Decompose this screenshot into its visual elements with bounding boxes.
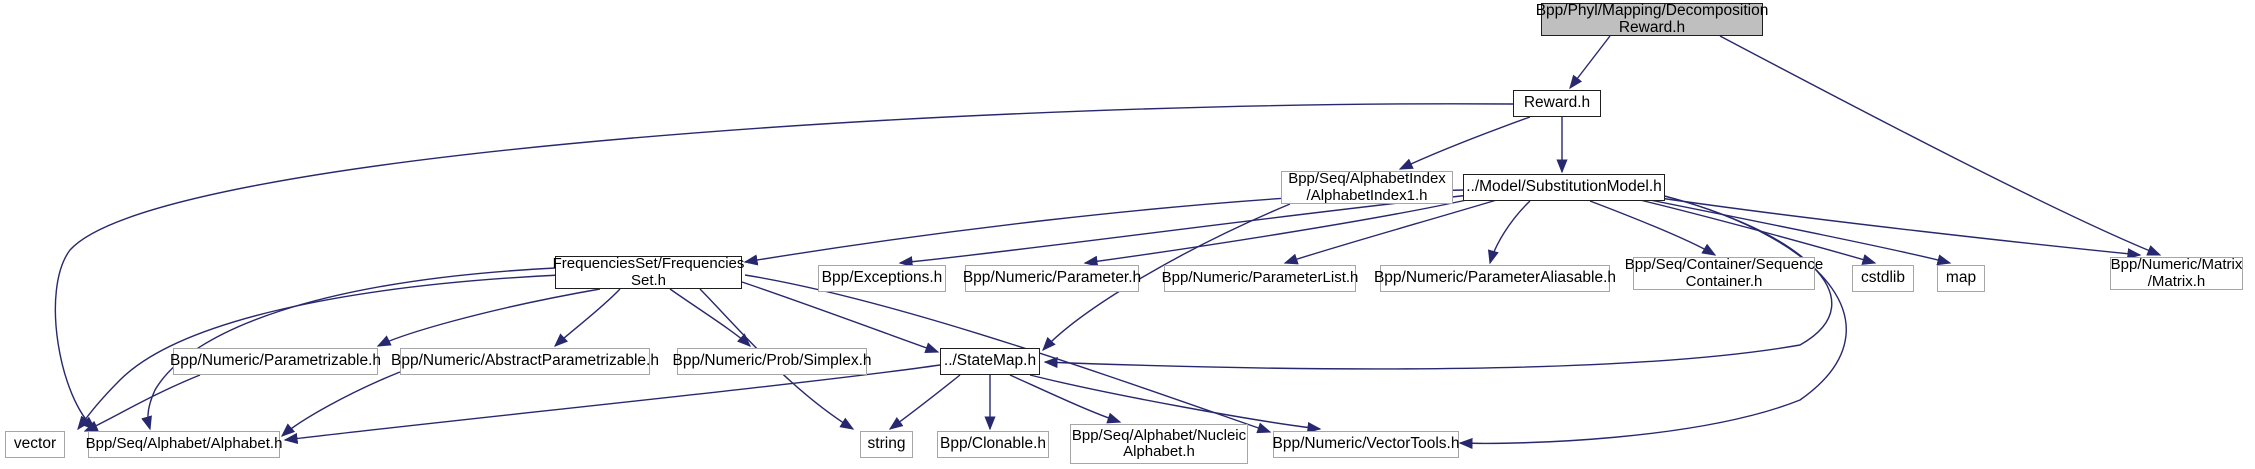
edge-absparametrizable-to-alphabet bbox=[280, 371, 401, 437]
graph-node-exceptions[interactable]: Bpp/Exceptions.h bbox=[818, 265, 946, 292]
edge-submodel-to-parameter bbox=[1083, 196, 1481, 267]
graph-node-paramlist[interactable]: Bpp/Numeric/ParameterList.h bbox=[1162, 265, 1358, 292]
graph-node-parametrizable[interactable]: Bpp/Numeric/Parametrizable.h bbox=[170, 348, 381, 375]
graph-node-submodel[interactable]: ../Model/SubstitutionModel.h bbox=[1463, 174, 1665, 201]
graph-node-freqset[interactable]: FrequenciesSet/Frequencies Set.h bbox=[552, 255, 745, 289]
graph-node-matrix[interactable]: Bpp/Numeric/Matrix /Matrix.h bbox=[2110, 256, 2243, 290]
edge-submodel-to-paramalias bbox=[1487, 200, 1531, 265]
edge-statemap-to-string bbox=[888, 374, 961, 430]
graph-node-root[interactable]: Bpp/Phyl/Mapping/Decomposition Reward.h bbox=[1535, 1, 1769, 36]
graph-node-seqcont[interactable]: Bpp/Seq/Container/Sequence Container.h bbox=[1624, 256, 1824, 290]
edge-submodel-to-seqcont bbox=[1589, 200, 1717, 256]
graph-node-alphabet[interactable]: Bpp/Seq/Alphabet/Alphabet.h bbox=[86, 431, 282, 458]
edge-parametrizable-to-vector bbox=[83, 374, 201, 432]
edge-submodel-to-matrix bbox=[1659, 197, 2142, 260]
edge-statemap-to-alphabet bbox=[283, 364, 941, 445]
graph-node-reward[interactable]: Reward.h bbox=[1513, 90, 1601, 117]
graph-node-paramalias[interactable]: Bpp/Numeric/ParameterAliasable.h bbox=[1374, 265, 1616, 292]
edge-freqset-to-absparametrizable bbox=[553, 288, 621, 347]
graph-node-cstdlib[interactable]: cstdlib bbox=[1852, 265, 1914, 292]
graph-node-simplex[interactable]: Bpp/Numeric/Prob/Simplex.h bbox=[673, 348, 872, 375]
edge-submodel-to-paramlist bbox=[1283, 198, 1501, 265]
edge-submodel-to-cstdlib bbox=[1639, 199, 1877, 265]
graph-node-vector[interactable]: vector bbox=[5, 431, 65, 458]
graph-node-vectortools[interactable]: Bpp/Numeric/VectorTools.h bbox=[1273, 431, 1459, 458]
graph-node-alphidx1[interactable]: Bpp/Seq/AlphabetIndex /AlphabetIndex1.h bbox=[1281, 171, 1453, 204]
graph-node-nucleicalph[interactable]: Bpp/Seq/Alphabet/Nucleic Alphabet.h bbox=[1070, 424, 1248, 464]
edge-reward-to-alphidx1 bbox=[1398, 116, 1531, 170]
graph-node-map[interactable]: map bbox=[1937, 265, 1985, 292]
graph-node-string[interactable]: string bbox=[860, 431, 913, 458]
edge-statemap-to-vectortools bbox=[1029, 374, 1322, 434]
edge-submodel-to-vectortools bbox=[1458, 195, 1847, 450]
graph-node-clonable[interactable]: Bpp/Clonable.h bbox=[937, 431, 1049, 458]
edge-statemap-to-nucleicalph bbox=[1009, 374, 1122, 424]
graph-node-statemap[interactable]: ../StateMap.h bbox=[940, 348, 1040, 375]
edge-root-to-matrix bbox=[1719, 35, 2162, 256]
edge-freqset-to-simplex bbox=[669, 288, 752, 347]
edge-freqset-to-parametrizable bbox=[376, 288, 601, 347]
dependency-edges bbox=[54, 35, 2162, 450]
edge-submodel-to-exceptions bbox=[898, 194, 1471, 268]
edge-freqset-to-statemap bbox=[741, 281, 940, 354]
edge-root-to-reward bbox=[1569, 35, 1611, 90]
edge-submodel-to-map bbox=[1649, 199, 1952, 266]
graph-node-absparametrizable[interactable]: Bpp/Numeric/AbstractParametrizable.h bbox=[391, 348, 659, 375]
graph-node-parameter[interactable]: Bpp/Numeric/Parameter.h bbox=[963, 265, 1141, 292]
